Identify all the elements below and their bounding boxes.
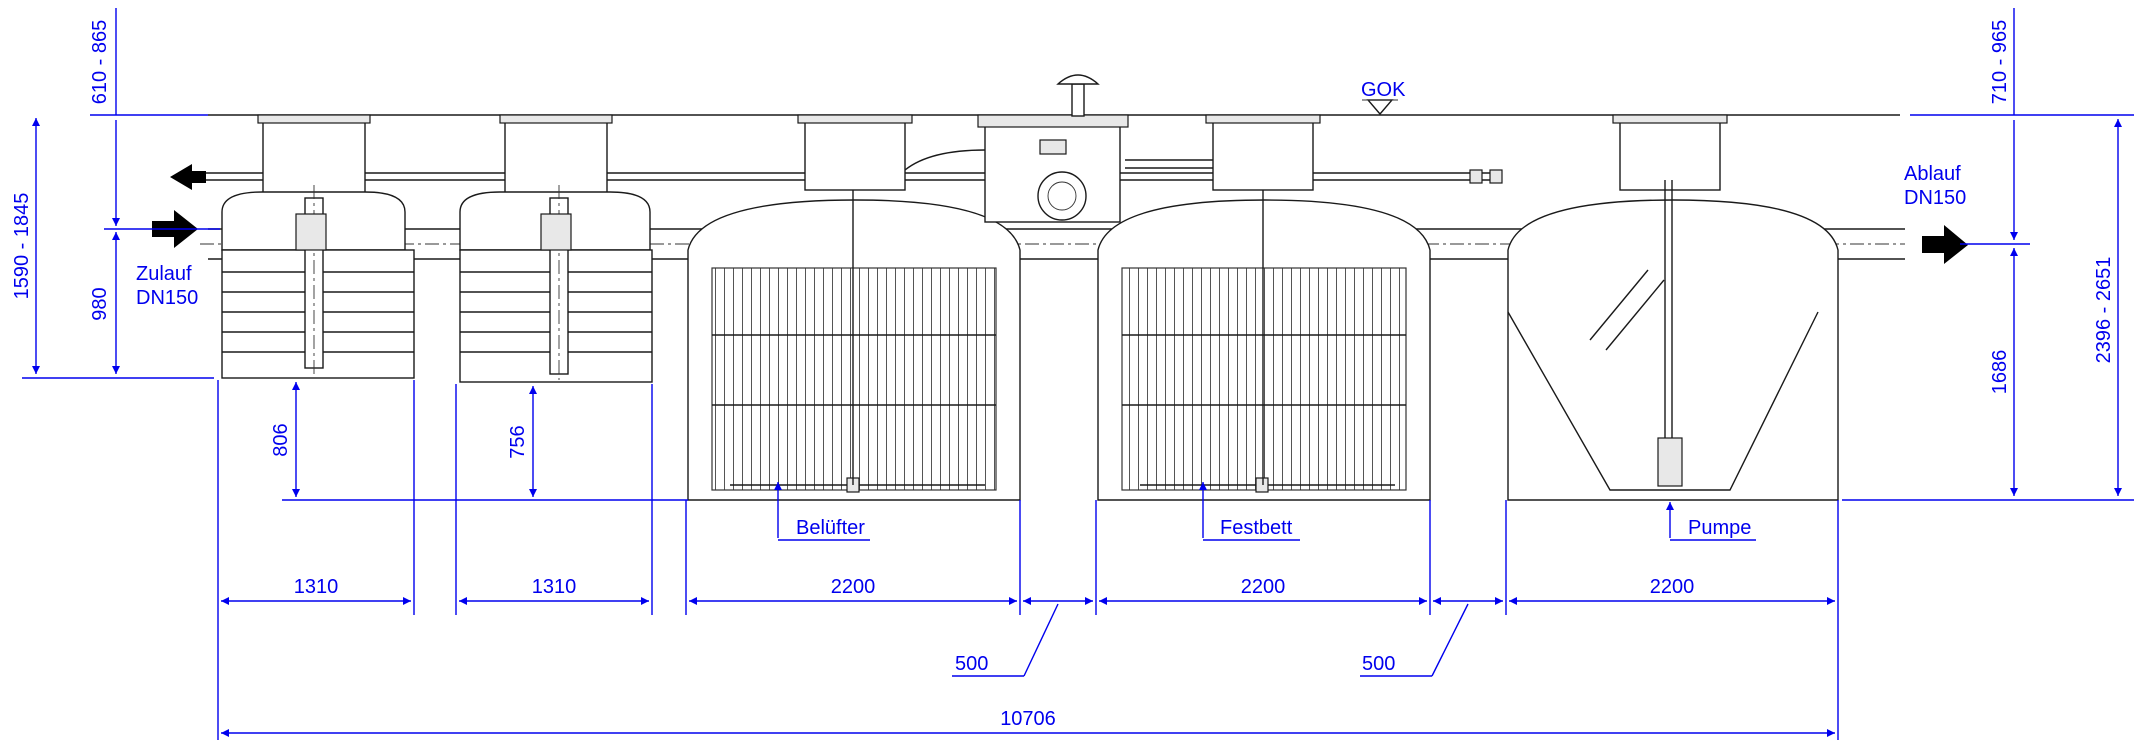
dimension-left-inner: 980 <box>89 120 220 374</box>
air-outlet-arrow-icon <box>170 164 206 190</box>
pumpe-label: Pumpe <box>1688 517 1751 539</box>
dim-left-top-text: 610 - 865 <box>89 20 111 105</box>
width-tank4-text: 2200 <box>1241 576 1286 598</box>
dimension-right-inner: 1686 <box>1960 120 2030 496</box>
gap-2-text: 500 <box>1362 653 1395 675</box>
festbett-label: Festbett <box>1220 517 1293 539</box>
total-length-text: 10706 <box>1000 708 1056 730</box>
dimension-depth-tank2: 756 <box>507 386 537 497</box>
beluefter-callout: Belüfter <box>774 482 870 541</box>
dimension-right-top: 710 - 965 <box>1910 8 2134 116</box>
dim-right-top-text: 710 - 965 <box>1989 20 2011 105</box>
outflow-arrow-icon <box>1922 225 1968 264</box>
width-dimension-row: 1310 1310 2200 2200 2200 500 500 10706 <box>217 380 1839 740</box>
dim-left-outer-text: 1590 - 1845 <box>11 193 33 300</box>
tank-5-pump-chamber <box>1507 114 1839 501</box>
ablauf-line1: Ablauf <box>1904 163 1961 185</box>
dim-right-outer-text: 2396 - 2651 <box>2093 257 2115 364</box>
festbett-callout: Festbett <box>1199 482 1300 541</box>
blower-housing <box>904 74 1230 223</box>
width-tank2-text: 1310 <box>532 576 577 598</box>
pumpe-callout: Pumpe <box>1666 502 1756 541</box>
tank-2-shaft <box>459 114 653 383</box>
ablauf-label: Ablauf DN150 <box>1904 163 1966 209</box>
width-tank3-text: 2200 <box>831 576 876 598</box>
dimension-depth-tank1: 806 <box>270 382 300 497</box>
zulauf-line2: DN150 <box>136 287 198 309</box>
dim-left-inner-text: 980 <box>89 287 111 320</box>
dimension-right-outer: 2396 - 2651 <box>1842 119 2134 501</box>
beluefter-label: Belüfter <box>796 517 865 539</box>
ablauf-line2: DN150 <box>1904 187 1966 209</box>
gok-label: GOK <box>1361 79 1406 101</box>
tank-3-aeration <box>687 114 1021 501</box>
tank-1-shaft <box>221 114 415 379</box>
dim-right-inner-text: 1686 <box>1989 350 2011 395</box>
dim-depth-tank2-text: 756 <box>507 425 529 458</box>
dimension-left-outer: 1590 - 1845 <box>11 118 214 379</box>
dimension-left-top: 610 - 865 <box>89 8 208 116</box>
gap-1-text: 500 <box>955 653 988 675</box>
tank-4-fixed-bed <box>1097 114 1431 501</box>
dim-depth-tank1-text: 806 <box>270 423 292 456</box>
width-tank1-text: 1310 <box>294 576 339 598</box>
gok-marker: GOK <box>1361 79 1406 116</box>
width-tank5-text: 2200 <box>1650 576 1695 598</box>
zulauf-line1: Zulauf <box>136 263 192 285</box>
zulauf-label: Zulauf DN150 <box>136 263 198 309</box>
